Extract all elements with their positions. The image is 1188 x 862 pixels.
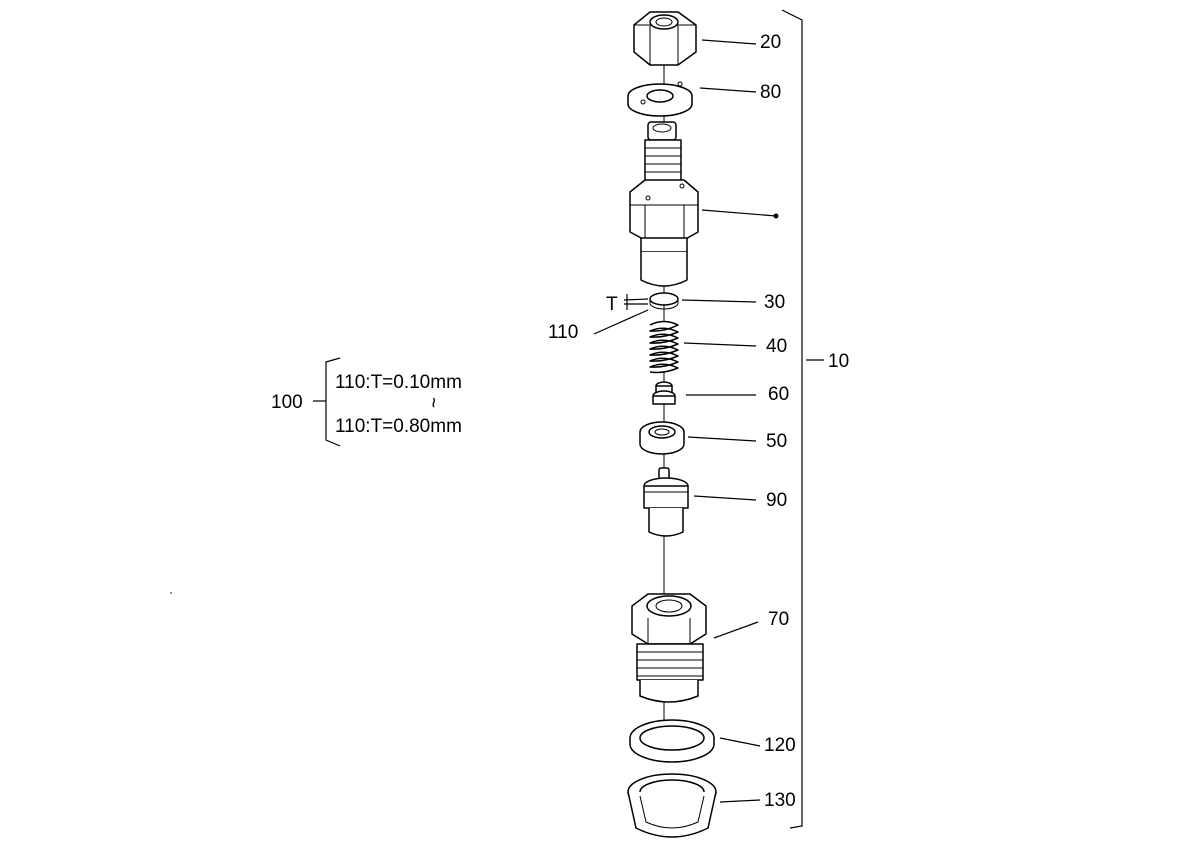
callout-30: 30 xyxy=(764,292,785,313)
shim-group-label-100: 100 xyxy=(271,392,303,413)
callout-40: 40 xyxy=(766,336,787,357)
shim-max-spec: 110:T=0.80mm xyxy=(335,416,462,437)
shim-range-mark: ~ xyxy=(422,397,443,408)
thickness-t-label: T xyxy=(606,294,618,315)
part-70-retaining-nut xyxy=(631,593,707,703)
group-bracket-10 xyxy=(781,9,824,829)
callout-110: 110 xyxy=(548,322,578,343)
part-50-spacer xyxy=(639,421,685,455)
callout-50: 50 xyxy=(766,431,787,452)
callout-90: 90 xyxy=(766,490,787,511)
part-30-shim xyxy=(649,292,679,310)
part-nozzle-holder-body xyxy=(629,121,699,287)
callout-20: 20 xyxy=(760,32,781,53)
part-130-cup xyxy=(627,773,717,838)
part-20-nut xyxy=(633,11,697,66)
callout-120: 120 xyxy=(764,735,796,756)
part-60-pin xyxy=(652,381,676,405)
callout-70: 70 xyxy=(768,609,789,630)
part-90-nozzle xyxy=(643,467,689,537)
shim-min-spec: 110:T=0.10mm xyxy=(335,372,462,393)
callout-10: 10 xyxy=(828,351,849,372)
stray-dot xyxy=(170,592,172,594)
callout-80: 80 xyxy=(760,82,781,103)
part-80-washer xyxy=(627,81,693,117)
part-40-spring xyxy=(649,320,679,374)
group-bracket-100 xyxy=(313,357,341,447)
leader-lines xyxy=(593,39,779,803)
callout-130: 130 xyxy=(764,790,796,811)
callout-60: 60 xyxy=(768,384,789,405)
part-120-gasket xyxy=(629,719,715,763)
